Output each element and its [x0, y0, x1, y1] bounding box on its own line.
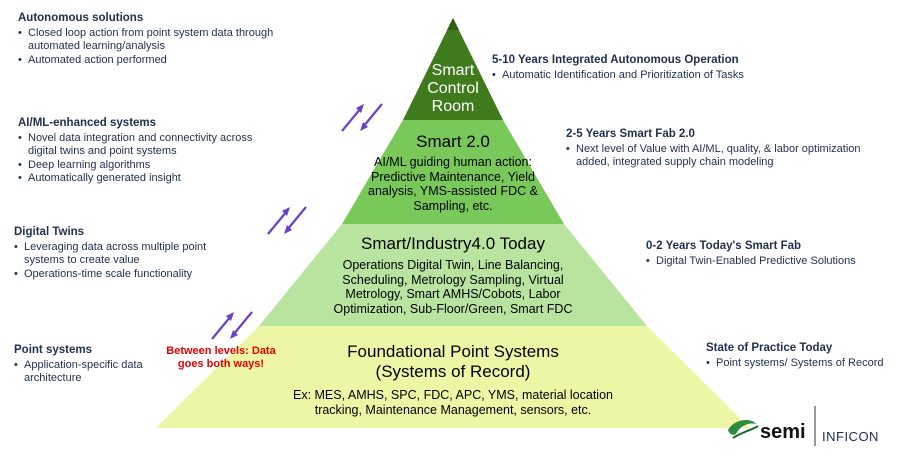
tier-foundation: Foundational Point Systems (Systems of R…	[283, 342, 623, 417]
panel-state-of-practice: State of Practice Today Point systems/ S…	[706, 342, 896, 370]
arrow-down-icon	[232, 311, 253, 336]
tier-smart2-desc: AI/ML guiding human action: Predictive M…	[368, 155, 538, 213]
tier-top: Smart Control Room	[411, 62, 495, 116]
bullet-item: Automatically generated insight	[18, 172, 268, 186]
tier-top-band	[403, 18, 503, 120]
tier-industry4-band	[259, 224, 647, 326]
panel-heading: Autonomous solutions	[18, 12, 144, 24]
bullet-item: Digital Twin-Enabled Predictive Solution…	[646, 255, 886, 269]
panel-heading: State of Practice Today	[706, 342, 833, 354]
arrow-up-head	[356, 104, 364, 113]
arrow-down-head	[360, 122, 368, 131]
arrow-up-icon	[341, 107, 362, 132]
panel-heading: Point systems	[14, 344, 92, 356]
panel-heading: Digital Twins	[14, 226, 85, 238]
tier-industry4-desc: Operations Digital Twin, Line Balancing,…	[333, 258, 573, 316]
arrow-down-head	[284, 225, 292, 234]
inficon-logo: INFICON	[822, 429, 879, 444]
bullet-item: Leveraging data across multiple point sy…	[14, 241, 219, 268]
semi-logo-icon	[728, 420, 756, 435]
tier-foundation-band	[156, 326, 750, 428]
panel-point-systems: Point systems Application-specific data …	[14, 344, 159, 386]
panel-heading: AI/ML-enhanced systems	[18, 117, 157, 129]
arrow-up-head	[282, 207, 290, 216]
bullet-item: Operations-time scale functionality	[14, 268, 219, 282]
arrow-up-icon	[267, 210, 288, 235]
panel-heading: 5-10 Years Integrated Autonomous Operati…	[492, 54, 739, 66]
tier-foundation-title: Foundational Point Systems (Systems of R…	[347, 342, 559, 381]
panel-2-5-years: 2-5 Years Smart Fab 2.0 Next level of Va…	[566, 128, 866, 170]
bidirectional-data-note: Between levels: Data goes both ways!	[166, 345, 276, 370]
pyramid-top-tip	[447, 18, 459, 30]
panel-aiml-systems: AI/ML-enhanced systems Novel data integr…	[18, 117, 268, 186]
arrow-up-head	[226, 312, 234, 321]
panel-5-10-years: 5-10 Years Integrated Autonomous Operati…	[492, 54, 792, 82]
tier-smart2-title: Smart 2.0	[416, 132, 490, 151]
tier-industry4-title: Smart/Industry4.0 Today	[361, 234, 545, 253]
arrow-down-icon	[286, 206, 307, 231]
arrow-down-head	[230, 330, 238, 339]
panel-autonomous-solutions: Autonomous solutions Closed loop action …	[18, 12, 308, 67]
tier-smart2: Smart 2.0 AI/ML guiding human action: Pr…	[351, 132, 556, 213]
panel-digital-twins: Digital Twins Leveraging data across mul…	[14, 226, 219, 281]
arrow-up-icon	[211, 315, 232, 340]
bullet-item: Novel data integration and connectivity …	[18, 132, 268, 159]
tier-smart2-band	[342, 120, 564, 224]
bullet-item: Automatic Identification and Prioritizat…	[492, 69, 792, 83]
bullet-item: Application-specific data architecture	[14, 359, 159, 386]
tier-top-title: Smart Control Room	[427, 62, 479, 115]
bullet-item: Next level of Value with AI/ML, quality,…	[566, 143, 866, 170]
tier-industry4: Smart/Industry4.0 Today Operations Digit…	[316, 234, 591, 316]
tier-foundation-desc: Ex: MES, AMHS, SPC, FDC, APC, YMS, mater…	[292, 388, 613, 417]
bullet-item: Closed loop action from point system dat…	[18, 27, 308, 54]
semi-logo-swoosh	[732, 425, 759, 439]
panel-heading: 2-5 Years Smart Fab 2.0	[566, 128, 695, 140]
panel-heading: 0-2 Years Today's Smart Fab	[646, 240, 802, 252]
semi-logo: semi	[760, 421, 806, 443]
bullet-item: Point systems/ Systems of Record	[706, 357, 896, 371]
panel-0-2-years: 0-2 Years Today's Smart Fab Digital Twin…	[646, 240, 886, 268]
arrow-down-icon	[362, 103, 383, 128]
bullet-item: Deep learning algorithms	[18, 159, 268, 173]
bullet-item: Automated action performed	[18, 54, 308, 68]
bidirectional-arrows	[211, 103, 383, 340]
